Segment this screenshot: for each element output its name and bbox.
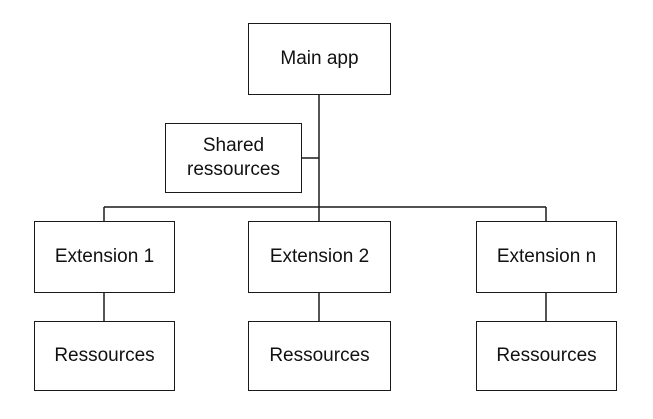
node-resources-2-label: Ressources	[269, 345, 370, 366]
node-main-app: Main app	[248, 23, 391, 95]
node-shared-resources-label: Shared ressources	[187, 134, 280, 182]
node-resources-1-label: Ressources	[54, 345, 155, 366]
node-resources-1: Ressources	[34, 321, 175, 391]
node-main-app-label: Main app	[280, 48, 359, 69]
node-extension-1-label: Extension 1	[54, 246, 155, 267]
node-resources-n-label: Ressources	[496, 345, 597, 366]
node-shared-resources-line2: ressources	[187, 159, 280, 180]
node-extension-n-label: Extension n	[496, 246, 597, 267]
node-extension-2-label: Extension 2	[269, 246, 370, 267]
node-resources-n: Ressources	[476, 321, 617, 391]
node-extension-2: Extension 2	[248, 221, 391, 293]
node-shared-resources-line1: Shared	[202, 135, 265, 156]
node-extension-n: Extension n	[476, 221, 617, 293]
node-extension-1: Extension 1	[34, 221, 175, 293]
node-shared-resources: Shared ressources	[165, 123, 302, 193]
node-resources-2: Ressources	[248, 321, 391, 391]
